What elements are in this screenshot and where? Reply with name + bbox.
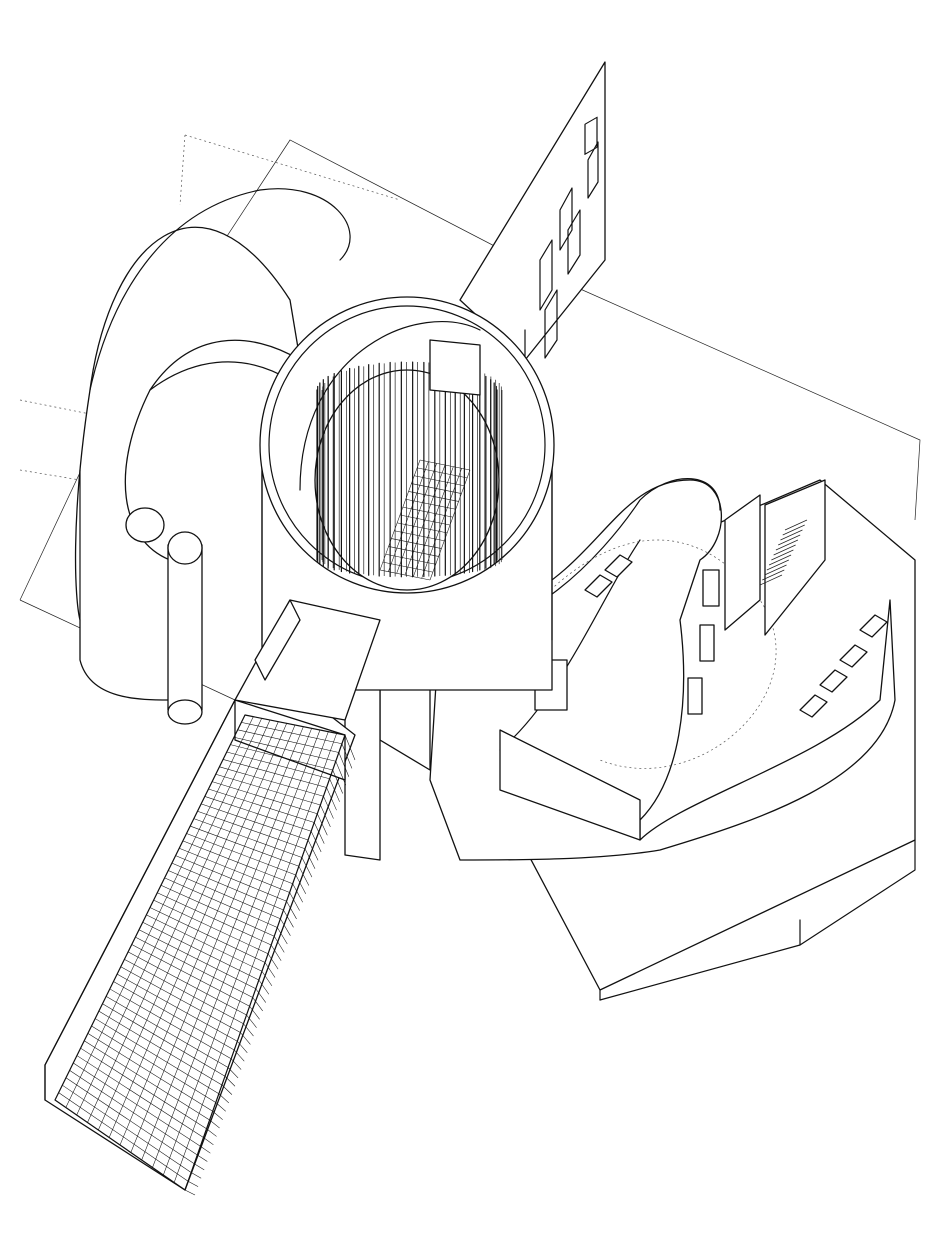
ramp-side-line (310, 831, 322, 853)
cylinders (125, 507, 203, 725)
ramp-grid-line (65, 716, 254, 1108)
ramp-side-line (286, 901, 297, 920)
ramp-side-line (252, 997, 263, 1012)
stair-tread (782, 524, 805, 536)
ramp-side-line (341, 743, 353, 769)
stair-tread (775, 539, 799, 551)
ramp-side-line (240, 1032, 251, 1045)
stair-tread (768, 554, 792, 566)
ramp-side-line (209, 1119, 220, 1129)
ramp-grid-line (141, 728, 312, 1161)
ramp-side-line (326, 787, 337, 811)
ramp-side-line (280, 918, 291, 936)
ramp-side-line (273, 936, 285, 953)
ramp-side-line (258, 979, 270, 995)
ramp-side-line (255, 988, 266, 1003)
stair-tread (780, 529, 803, 541)
ramp-side-line (221, 1084, 233, 1095)
ramp-side-line (264, 962, 276, 978)
ramp-grid-line (98, 721, 279, 1131)
ramp-side-line (270, 944, 282, 961)
ramp-side-line (277, 927, 288, 945)
ramp-side-line (227, 1067, 239, 1079)
ramp-side-line (320, 804, 331, 828)
stair-tread (759, 574, 783, 586)
curved-wall-left (74, 188, 351, 701)
stair-tread (766, 559, 789, 571)
tall-wall-slab (459, 61, 606, 361)
ramp-side-line (329, 778, 340, 802)
stair-tread (764, 564, 787, 576)
ramp-side-line (283, 909, 294, 928)
ramp-side-line (317, 813, 328, 836)
ramp-side-line (212, 1111, 223, 1120)
ramp-side-line (243, 1023, 254, 1037)
ramp-side-line (335, 761, 347, 786)
ramp-side-line (313, 822, 325, 844)
ramp-side-line (184, 1189, 196, 1196)
ramp-side-line (338, 752, 350, 777)
cylinder-tower (259, 296, 555, 691)
ramp-side-line (194, 1163, 205, 1171)
stair-tread (762, 569, 785, 581)
ramp-side-line (237, 1041, 248, 1053)
ramp-side-line (292, 883, 303, 903)
ramp-side-line (206, 1128, 217, 1137)
ramp-side-line (203, 1137, 214, 1146)
ramp (44, 664, 356, 1196)
stair-tread (784, 519, 808, 531)
ramp-side-line (261, 971, 273, 987)
ramp-side-line (301, 857, 313, 878)
ramp-grid-line (152, 729, 321, 1168)
stair-tread (773, 544, 796, 556)
ramp-side-line (323, 796, 334, 819)
stair-tread (771, 549, 794, 561)
ramp-side-line (289, 892, 300, 911)
ramp-grid-line (108, 723, 287, 1138)
ramp-grid-line (76, 718, 262, 1116)
ramp-side-line (187, 1181, 199, 1187)
ramp-side-line (234, 1049, 245, 1062)
ramp-grid-line (163, 731, 329, 1176)
ramp-side-line (295, 874, 307, 894)
floor-grid-line (396, 463, 437, 574)
platforms (234, 599, 381, 721)
ramp-grid-line (87, 719, 271, 1123)
ramp-side-line (191, 1172, 202, 1179)
ramp-side-line (249, 1006, 260, 1020)
ramp-side-line (307, 839, 319, 861)
floor-grid-line (413, 466, 454, 577)
ramp-side-line (267, 953, 279, 970)
ramp-side-line (218, 1093, 230, 1104)
stair-wall (724, 479, 826, 636)
ramp-side-line (246, 1014, 257, 1028)
stair-tread (778, 534, 801, 546)
ramp-side-line (304, 848, 316, 869)
ramp-side-line (224, 1076, 236, 1087)
ramp-side-line (215, 1102, 226, 1112)
ramp-grid-line (130, 726, 304, 1153)
floor-grid-line (404, 464, 446, 576)
ramp-grid-line (173, 733, 337, 1183)
ramp-side-line (200, 1146, 211, 1154)
ramp-side-line (230, 1058, 242, 1070)
floor-grid-line (379, 459, 421, 571)
ramp-side-line (197, 1154, 208, 1162)
ramp-side-line (332, 769, 343, 794)
ramp-side-line (344, 734, 356, 761)
ramp-side-line (298, 866, 310, 886)
ramp-grid-line (119, 724, 296, 1146)
